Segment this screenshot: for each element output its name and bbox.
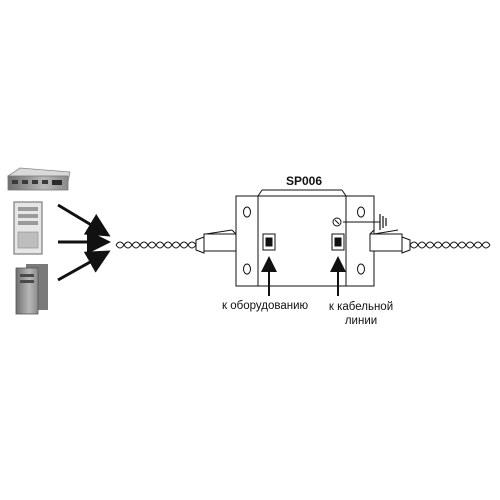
cable-side-label: к кабельной линии (323, 300, 399, 328)
mounting-hole (243, 206, 365, 275)
cable-side-label-line-1: к кабельной (328, 301, 394, 313)
equipment-port (262, 233, 276, 251)
left-rj45-plug (195, 229, 237, 254)
pc-tower-icon (15, 264, 48, 315)
sp006-device (235, 189, 380, 287)
arrow-from-switch (57, 203, 111, 237)
ground-screw-icon (332, 217, 380, 227)
line-port (331, 233, 345, 251)
server-tower-icon (13, 201, 43, 255)
label-arrows (261, 256, 346, 296)
device-model-label: SP006 (285, 174, 323, 188)
input-arrows (57, 203, 111, 282)
equipment-side-label: к оборудованию (222, 300, 309, 312)
right-twisted-cable (409, 241, 491, 249)
cable-side-label-line-2: линии (344, 315, 378, 327)
network-switch-icon (6, 167, 71, 191)
left-twisted-cable (115, 241, 197, 249)
right-rj45-plug (369, 229, 411, 254)
ground-symbol-icon (379, 214, 387, 230)
arrow-from-pc (57, 250, 111, 282)
